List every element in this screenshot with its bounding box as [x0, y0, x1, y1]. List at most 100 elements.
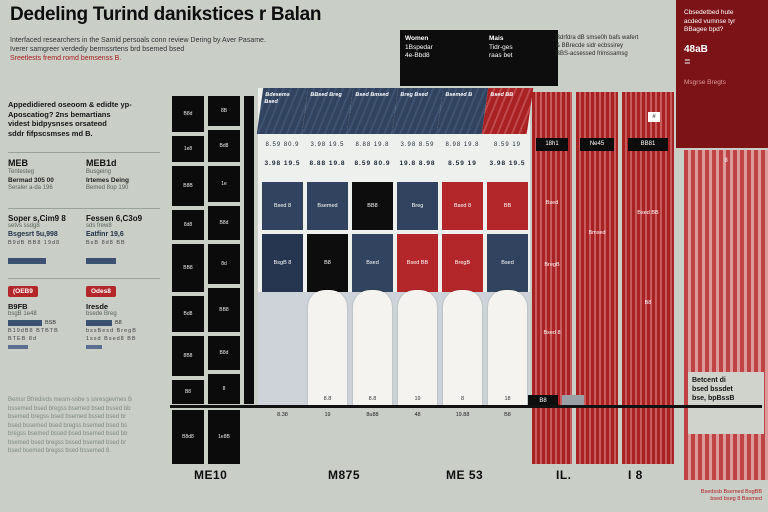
column-stat-row2: 8.59 19: [448, 160, 477, 167]
stack-cell: B8d: [208, 206, 240, 240]
top-right-panel: Cbsedetbed hute acded vumnse tyr BBagee …: [676, 0, 768, 148]
legend-side-line3: BBS-acsessed frimssamsg: [556, 51, 628, 57]
x-axis-line: [170, 405, 762, 408]
red-column-label: BregB: [544, 262, 560, 268]
menu-lines-icon: ≣: [684, 56, 691, 66]
sidebar-intro-line1: Appedidiered oseoom & edidte yp-: [8, 100, 132, 109]
subtitle-line-2: Iverer samgreer verdediy bermssrtens brd…: [10, 46, 185, 53]
subtitle-line-1: Interfaced researchers in the Samid pers…: [10, 37, 266, 44]
axis-label-3: ME 53: [446, 468, 484, 482]
group2-line1: bssBesd BregB: [86, 328, 137, 334]
axis-tick: 48: [414, 412, 421, 418]
group1-sub: bsgB 1e48: [8, 311, 37, 317]
column-header-flag: Breg Bsed: [391, 88, 444, 134]
arch-column: 19: [398, 290, 437, 406]
column-stat-row1: 8.59 80.9: [265, 142, 300, 148]
main-column-2: BBsed Breg 3.98 19.5 8.88 19.8 Bsemed B8…: [301, 88, 354, 406]
column-stat-row1: 3.98 19.5: [310, 142, 345, 148]
axis-label-4: IL.: [556, 468, 572, 482]
column-header-flag: Bsemed B: [436, 88, 489, 134]
stat-block-a: MEB Tentesteg Bermad 305 00 Seraler a-da…: [8, 158, 80, 191]
axis-tick: 19.88: [455, 412, 470, 418]
legend-box-women: Women 1Bspedar 4e-Bbd8: [400, 30, 488, 86]
divider: [8, 208, 160, 209]
stack-cell: 1e8: [172, 136, 204, 162]
stack-cell: BB8: [208, 288, 240, 332]
divider: [8, 278, 160, 279]
column-header-flag: BBsed Breg: [301, 88, 354, 134]
main-column-5: Bsemed B 8.98 19.8 8.59 19 Bsed 8 BregB …: [436, 88, 489, 406]
far-right-note-line2: bsed bssdet: [692, 386, 733, 393]
axis-label-1: ME10: [194, 468, 228, 482]
stat-b-line2: Bemed 8op 190: [86, 185, 129, 191]
sidebar-intro-line3: videst bidpysnses orsateod: [8, 119, 107, 128]
axis-label-5: I 8: [628, 468, 643, 482]
main-column-4: Breg Bsed 3.98 8.59 19.8 8.98 Breg Bsed …: [391, 88, 444, 406]
arch-label: 8: [460, 396, 465, 402]
group1-title: B9FB: [8, 302, 28, 311]
column-stat-row1: 3.98 8.59: [400, 142, 435, 148]
axis-tick: 19: [324, 412, 331, 418]
footnote-line: bregss bsemed bssed bsed bsemed bsed bb: [8, 431, 128, 437]
footnote-line: bsemed bsed bregss bssed bsemed bsed br: [8, 439, 127, 446]
arch-column: 18: [488, 290, 527, 406]
stat-c-title: Soper s,Cim9 8: [8, 214, 66, 223]
stat-b-heading: MEB1d: [86, 158, 117, 168]
arch-label: 18: [504, 396, 511, 402]
column-block2: Bsed BB: [397, 234, 438, 292]
stack-strip: [244, 96, 254, 404]
stack-cell: B8B: [172, 166, 204, 206]
group1-line2: BTEB 8d: [8, 336, 38, 342]
column-stat-row2: 3.98 19.5: [264, 160, 301, 167]
stat-a-line1: Bermad 305 00: [8, 177, 54, 184]
sidebar-intro-line2: Aposcatiog? 2ns bemartians: [8, 109, 111, 119]
credit-line2: bsed bseg 8 Bsemed: [710, 496, 762, 502]
stack-cell: B8: [172, 380, 204, 404]
group1-bar-label: BSB: [45, 320, 57, 326]
sidebar-intro-line4: sddr fifpscsmses md B.: [8, 128, 93, 138]
column-block2: BregB: [442, 234, 483, 292]
far-right-note-line1: Betcent di: [692, 377, 726, 384]
stat-a-line2: Seraler a-da 196: [8, 185, 53, 191]
stat-block-c: Soper s,Cim9 8 setvs ssdg8 Bsgesrt 5u,99…: [8, 214, 80, 246]
stat-a-heading: MEB: [8, 158, 28, 168]
stat-c-sub: setvs ssdg8: [8, 223, 40, 229]
group2-line2: 1ssd Bsed8 BB: [86, 336, 137, 342]
status-badge: Odes8: [86, 286, 116, 297]
column-stat-row1: 8.98 19.8: [445, 142, 480, 148]
main-column-6: Bsed BB 8.59 19 3.98 19.5 BB Bsed 18: [481, 88, 534, 406]
footnote-paragraph: Bemsr Bfredivds mesm-ssbe s ssresgevmes …: [8, 396, 162, 456]
stat-b-line1: Irtemes Deing: [86, 177, 129, 184]
arch-label: 8.8: [323, 396, 332, 402]
far-right-top-label: 8: [724, 158, 728, 164]
stack-cell: 8d: [208, 244, 240, 284]
red-striped-column-3: [622, 92, 674, 464]
stack-cell-below-axis: B8d8: [172, 410, 204, 464]
stack-cell: B8d: [172, 96, 204, 132]
legend-box1-line3: 4e-Bbd8: [405, 52, 430, 59]
credit-line1: Bsedssb Bsemed BsgBB: [700, 489, 762, 495]
top-right-footer: Msgrse Bregts: [684, 78, 726, 86]
arch-backdrop: [258, 292, 530, 406]
column-block1: Breg: [397, 182, 438, 230]
red-column-label: Bsed: [545, 200, 559, 206]
column-block2: Bsed: [487, 234, 528, 292]
group2-sub: bsede Breg: [86, 311, 117, 317]
arch-column: 8: [443, 290, 482, 406]
column-block1: BB: [487, 182, 528, 230]
mini-bar: [8, 320, 42, 326]
legend-box-men: Mais Tidr-ges raas bet: [484, 30, 558, 86]
bottom-right-credit: Bsedssb Bsemed BsgBB bsed bseg 8 Bsemed: [590, 489, 762, 503]
column-block2: BsgB 8: [262, 234, 303, 292]
red-column-label: Bmsed: [588, 230, 606, 236]
main-column-3: Bsed Bmsed 8.88 19.8 8.59 80.9 BB8 Bsed …: [346, 88, 399, 406]
stack-cell: Bd8: [172, 296, 204, 332]
group1-line1: B19dB8 BTBTB: [8, 328, 59, 334]
red-column-chip: 18h1: [536, 138, 568, 151]
stack-cell: 8B8: [172, 336, 204, 376]
divider: [8, 152, 160, 153]
legend-box1-line1: Women: [405, 35, 429, 42]
page-title: Dedeling Turind danikstices r Balan: [10, 4, 322, 25]
legend-box2-line2: Tidr-ges: [489, 43, 513, 51]
group2-title: Iresde: [86, 302, 109, 311]
